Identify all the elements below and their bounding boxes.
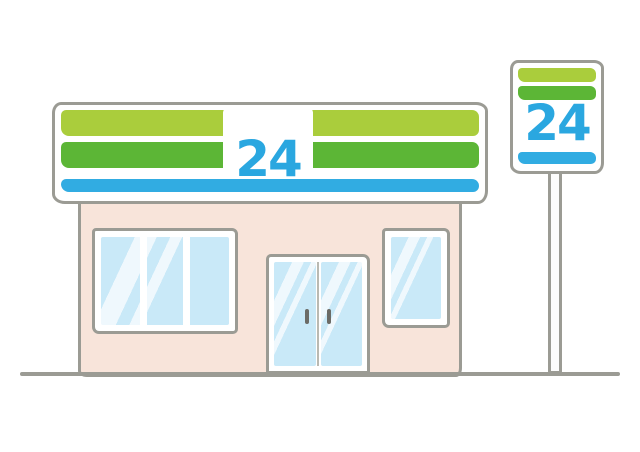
storefront-sign-band: 24 — [52, 102, 488, 204]
right-window — [382, 228, 450, 328]
pole-sign-number-label: 24 — [524, 94, 592, 152]
sign-number-panel: 24 — [223, 107, 313, 183]
pole-sign-stripe-green — [518, 86, 596, 100]
entrance-door — [266, 254, 370, 374]
sign-stripe-blue — [61, 179, 479, 192]
door-right-glass — [320, 262, 362, 366]
left-window-glass — [101, 237, 229, 325]
pole-sign-number-panel: 24 — [513, 98, 601, 148]
ground-line — [20, 372, 620, 376]
pole-sign-stripe-blue — [518, 152, 596, 164]
sign-pole — [548, 170, 562, 374]
right-window-glass — [391, 237, 441, 319]
sign-number-label: 24 — [235, 129, 303, 188]
pole-sign-stripe-light-green — [518, 68, 596, 82]
door-divider — [317, 262, 319, 366]
pole-sign: 24 — [510, 60, 604, 174]
door-handle-left — [305, 309, 309, 324]
window-mullion — [183, 237, 191, 325]
left-window — [92, 228, 238, 334]
door-left-glass — [274, 262, 316, 366]
window-mullion — [139, 237, 147, 325]
door-handle-right — [327, 309, 331, 324]
